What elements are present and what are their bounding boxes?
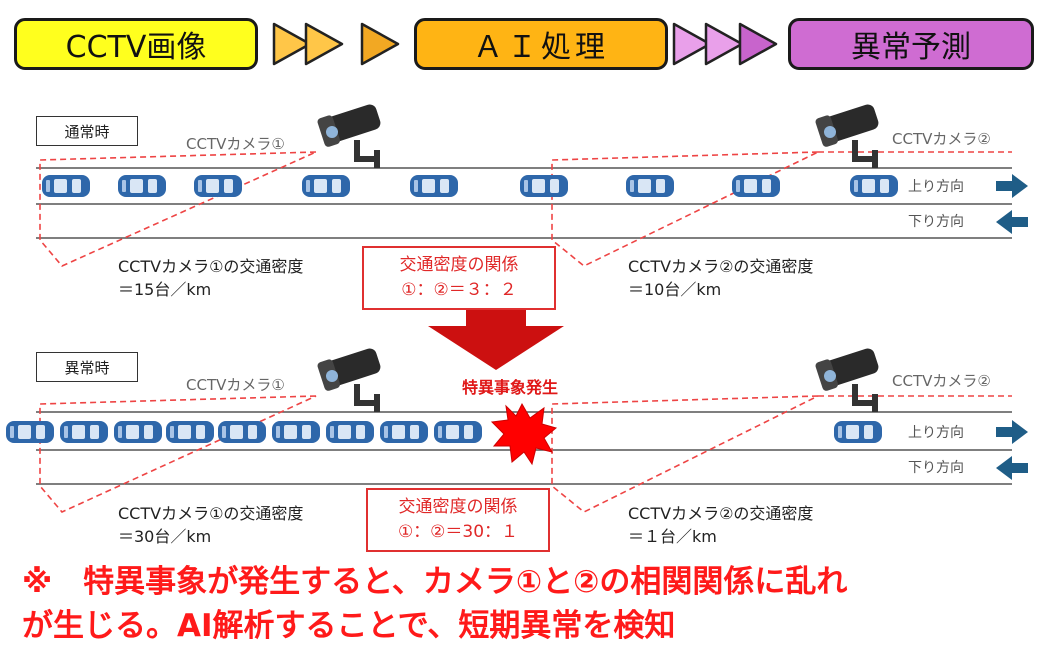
note-line-2: が生じる。AI解析することで、短期異常を検知: [22, 608, 676, 644]
relation-value: ①：②＝３：２: [401, 280, 517, 300]
car-icon: [272, 421, 320, 443]
car-icon: [218, 421, 266, 443]
car-icon: [380, 421, 428, 443]
flow-arrow-icon: [672, 22, 778, 66]
down-arrow-icon: [428, 310, 564, 370]
incident-label: 特異事象発生: [462, 378, 559, 397]
right-arrow-icon: [996, 174, 1028, 198]
density-value: ＝30台／km: [118, 527, 212, 546]
camera1-label: CCTVカメラ①: [186, 135, 285, 153]
flow-step-prediction: 異常予測: [788, 18, 1034, 70]
cctv-camera-icon: [814, 102, 881, 168]
car-icon: [194, 175, 242, 197]
relation-value: ①：②＝30：１: [397, 522, 519, 542]
cars-normal: [42, 175, 898, 197]
cctv-camera-icon: [316, 346, 383, 412]
camera-view-area: [39, 151, 317, 267]
density-camera2: CCTVカメラ②の交通密度 ＝10台／km: [628, 255, 813, 301]
camera-view-area: [39, 395, 317, 513]
cctv-camera-icon: [814, 346, 881, 412]
camera-view-area: [551, 395, 1012, 513]
up-direction-label: 上り方向: [908, 425, 964, 441]
flow-step-ai: ＡＩ処理: [414, 18, 668, 70]
flow-step-prediction-label: 異常予測: [851, 30, 971, 65]
density-value: ＝10台／km: [628, 280, 722, 299]
camera1-label: CCTVカメラ①: [186, 376, 285, 394]
relation-title: 交通密度の関係: [398, 497, 518, 517]
density-camera1: CCTVカメラ①の交通密度 ＝15台／km: [118, 255, 303, 301]
scene-label-normal: 通常時: [36, 116, 138, 146]
explosion-icon: [490, 402, 558, 466]
car-icon: [410, 175, 458, 197]
density-title: CCTVカメラ①の交通密度: [118, 257, 304, 276]
car-icon: [626, 175, 674, 197]
scene-label-text: 通常時: [64, 122, 110, 141]
scene-label-abnormal: 異常時: [36, 352, 138, 382]
car-icon: [732, 175, 780, 197]
car-icon: [434, 421, 482, 443]
left-arrow-icon: [996, 210, 1028, 234]
car-icon: [850, 175, 898, 197]
camera2-label: CCTVカメラ②: [892, 372, 991, 390]
density-camera2: CCTVカメラ②の交通密度 ＝１台／km: [628, 502, 813, 548]
flow-step-cctv: CCTV画像: [14, 18, 258, 70]
density-title: CCTVカメラ①の交通密度: [118, 504, 304, 523]
relation-box-normal: 交通密度の関係 ①：②＝３：２: [362, 246, 556, 310]
flow-step-ai-label: ＡＩ処理: [473, 30, 609, 65]
relation-box-abnormal: 交通密度の関係 ①：②＝30：１: [366, 488, 550, 552]
car-icon: [302, 175, 350, 197]
cctv-camera-icon: [316, 102, 383, 168]
car-icon: [166, 421, 214, 443]
car-icon: [114, 421, 162, 443]
up-direction-label: 上り方向: [908, 179, 964, 195]
flow-arrow-icon: [272, 22, 400, 66]
density-value: ＝15台／km: [118, 280, 212, 299]
camera-view-area: [551, 151, 1012, 267]
car-icon: [60, 421, 108, 443]
note-line-1: ※ 特異事象が発生すると、カメラ①と②の相関関係に乱れ: [22, 564, 848, 600]
car-icon: [326, 421, 374, 443]
down-direction-label: 下り方向: [908, 214, 964, 230]
car-icon: [42, 175, 90, 197]
car-icon: [520, 175, 568, 197]
relation-title: 交通密度の関係: [399, 255, 519, 275]
density-value: ＝１台／km: [628, 527, 717, 546]
car-icon: [6, 421, 54, 443]
density-title: CCTVカメラ②の交通密度: [628, 504, 814, 523]
right-arrow-icon: [996, 420, 1028, 444]
down-direction-label: 下り方向: [908, 460, 964, 476]
density-camera1: CCTVカメラ①の交通密度 ＝30台／km: [118, 502, 303, 548]
density-title: CCTVカメラ②の交通密度: [628, 257, 814, 276]
cars-abnormal: [6, 421, 882, 443]
flow-step-cctv-label: CCTV画像: [65, 30, 207, 65]
camera2-label: CCTVカメラ②: [892, 130, 991, 148]
scene-label-text: 異常時: [64, 358, 110, 377]
car-icon: [834, 421, 882, 443]
left-arrow-icon: [996, 456, 1028, 480]
car-icon: [118, 175, 166, 197]
